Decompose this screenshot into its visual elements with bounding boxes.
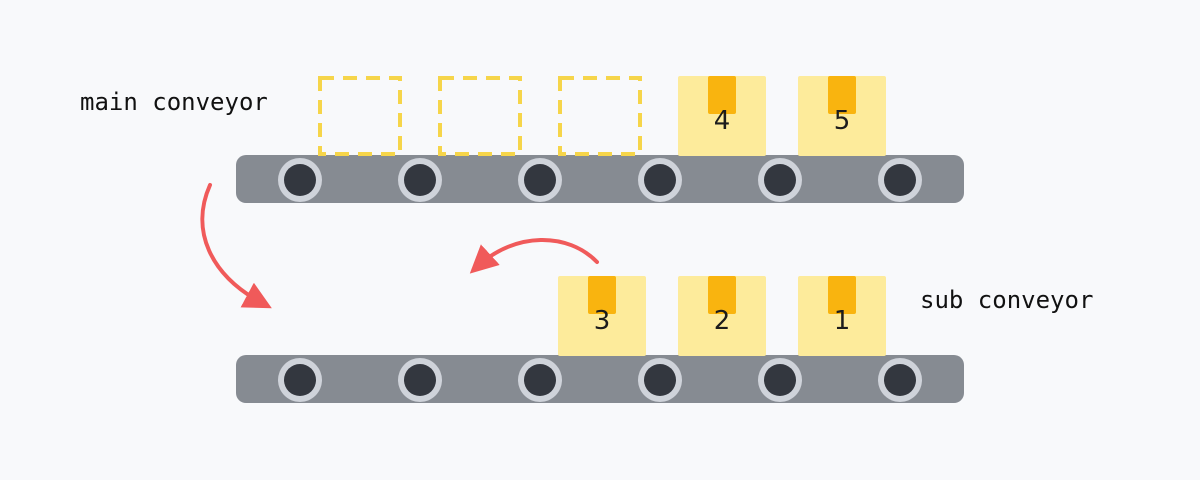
main-roller: [278, 158, 322, 202]
sub-roller: [398, 358, 442, 402]
sub-box: 1: [798, 276, 886, 356]
main-roller: [638, 158, 682, 202]
box-tape: [828, 76, 856, 114]
sub-conveyor-slots: 3 2 1: [558, 276, 886, 356]
box-body: [558, 276, 646, 356]
sub-conveyor-rollers: [278, 358, 922, 402]
main-box: 5: [798, 76, 886, 156]
roller-core: [404, 164, 436, 196]
main-roller: [398, 158, 442, 202]
roller-core: [644, 364, 676, 396]
sub-conveyor-label: sub conveyor: [920, 286, 1093, 314]
box-number-label: 4: [714, 106, 731, 136]
sub-box: 3: [558, 276, 646, 356]
sub-conveyor: 3 2 1: [236, 276, 964, 403]
roller-core: [884, 364, 916, 396]
box-tape: [828, 276, 856, 314]
box-number-label: 5: [834, 106, 851, 136]
main-roller: [758, 158, 802, 202]
box-body: [678, 276, 766, 356]
sub-roller: [638, 358, 682, 402]
roller-core: [524, 164, 556, 196]
box-number-label: 2: [714, 306, 731, 336]
roller-core: [284, 164, 316, 196]
main-conveyor-belt: [236, 155, 964, 203]
main-roller: [878, 158, 922, 202]
main-empty-slot: [438, 76, 522, 156]
main-conveyor-label: main conveyor: [80, 88, 268, 116]
sub-box: 2: [678, 276, 766, 356]
roller-core: [884, 164, 916, 196]
roller-core: [764, 364, 796, 396]
roller-core: [764, 164, 796, 196]
roller-core: [404, 364, 436, 396]
main-empty-slot: [318, 76, 402, 156]
box-tape: [588, 276, 616, 314]
main-box: 4: [678, 76, 766, 156]
left-arrow: [469, 238, 599, 274]
main-empty-slot: [558, 76, 642, 156]
down-arrow: [200, 183, 272, 309]
roller-core: [644, 164, 676, 196]
box-number-label: 3: [594, 306, 611, 336]
sub-roller: [278, 358, 322, 402]
box-number-label: 1: [834, 306, 851, 336]
sub-roller: [878, 358, 922, 402]
box-tape: [708, 276, 736, 314]
roller-core: [524, 364, 556, 396]
box-body: [798, 76, 886, 156]
sub-roller: [518, 358, 562, 402]
sub-conveyor-belt: [236, 355, 964, 403]
roller-core: [284, 364, 316, 396]
box-body: [678, 76, 766, 156]
main-conveyor-rollers: [278, 158, 922, 202]
main-roller: [518, 158, 562, 202]
sub-roller: [758, 358, 802, 402]
box-body: [798, 276, 886, 356]
box-tape: [708, 76, 736, 114]
